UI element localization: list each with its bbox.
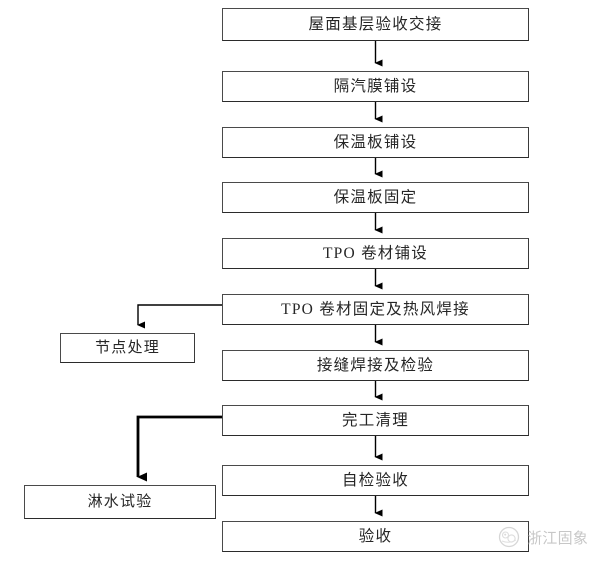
connector-b2-water-spray-test: [136, 415, 222, 482]
connector-b1-joint-treatment: [137, 304, 222, 329]
node-label: TPO 卷材铺设: [322, 244, 429, 262]
node-roof-base-acceptance[interactable]: 屋面基层验收交接: [222, 8, 529, 41]
node-label: 完工清理: [342, 411, 409, 429]
node-joint-treatment[interactable]: 节点处理: [60, 333, 195, 363]
node-label: 保温板铺设: [333, 133, 418, 151]
watermark: 浙江固象: [496, 521, 608, 553]
node-self-inspection-acceptance[interactable]: 自检验收: [222, 465, 529, 496]
node-label: 接缝焊接及检验: [316, 356, 435, 374]
node-label: 节点处理: [95, 339, 160, 356]
node-completion-cleaning[interactable]: 完工清理: [222, 405, 529, 436]
node-label: 验收: [358, 527, 393, 545]
node-seam-welding-inspection[interactable]: 接缝焊接及检验: [222, 350, 529, 381]
node-vapor-barrier-laying[interactable]: 隔汽膜铺设: [222, 71, 529, 102]
node-tpo-fixing-hot-air-welding[interactable]: TPO 卷材固定及热风焊接: [222, 294, 529, 325]
node-label: TPO 卷材固定及热风焊接: [281, 300, 470, 318]
node-label: 屋面基层验收交接: [308, 15, 443, 33]
watermark-text: 浙江固象: [527, 528, 589, 547]
node-tpo-membrane-laying[interactable]: TPO 卷材铺设: [222, 238, 529, 269]
circular-brand-logo-icon: [498, 526, 520, 548]
node-insulation-board-laying[interactable]: 保温板铺设: [222, 127, 529, 158]
node-water-spray-test[interactable]: 淋水试验: [24, 485, 216, 519]
node-label: 淋水试验: [87, 493, 153, 510]
node-label: 保温板固定: [333, 188, 418, 206]
node-label: 自检验收: [342, 471, 409, 489]
node-label: 隔汽膜铺设: [333, 77, 418, 95]
node-insulation-board-fixing[interactable]: 保温板固定: [222, 182, 529, 213]
node-final-acceptance[interactable]: 验收: [222, 521, 529, 552]
